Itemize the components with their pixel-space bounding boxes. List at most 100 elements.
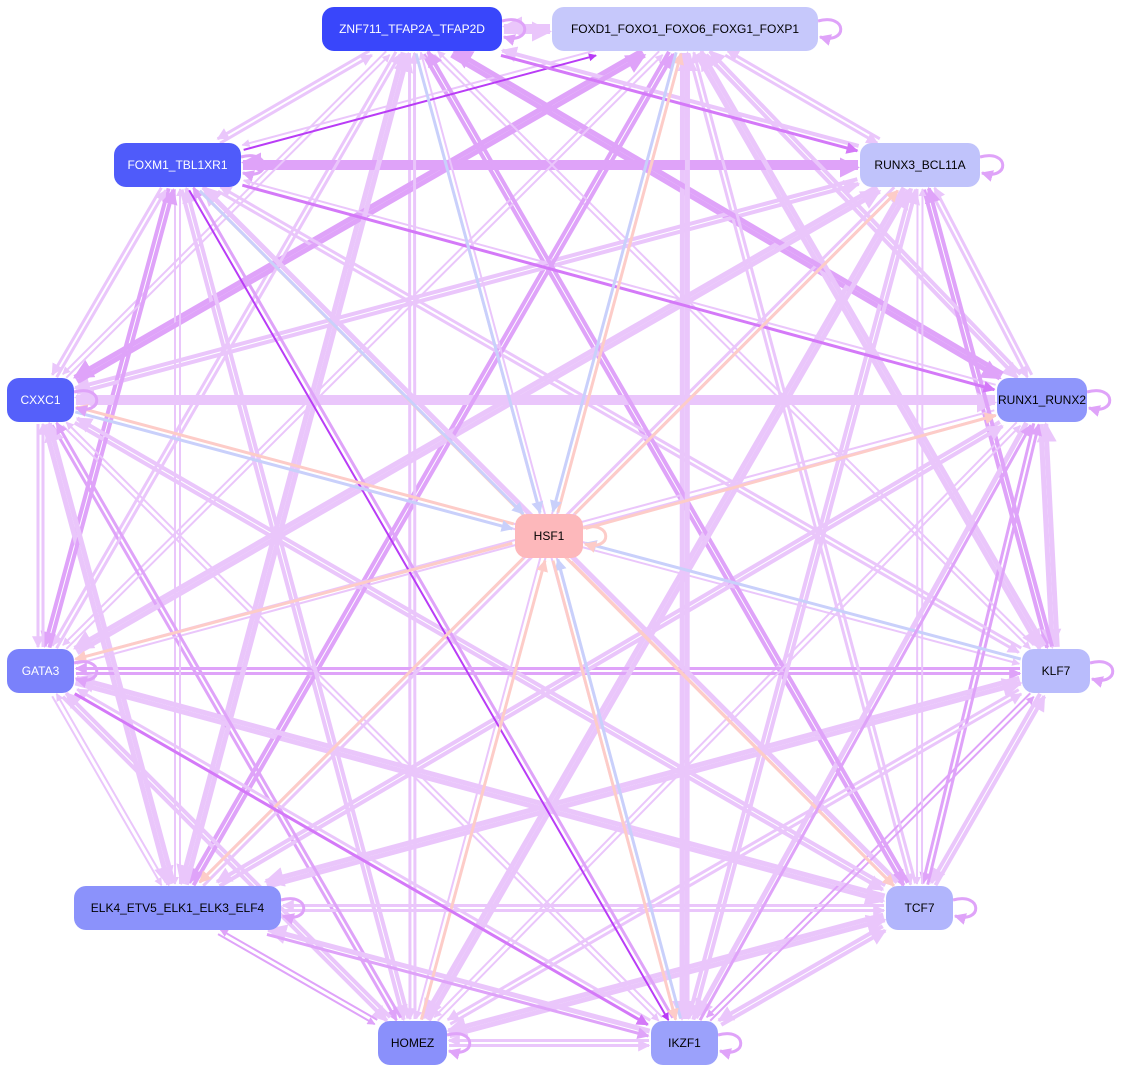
edge-HOMEZ-to-RUNX3_BCL11A: [426, 188, 911, 1022]
edge-RUNX3_BCL11A-to-ZNF711_TFAP2A_TFAP2D: [500, 46, 860, 148]
node-label: CXXC1: [20, 393, 61, 407]
edge-ELK4_ETV5_ELK1_ELK3_ELF4-to-KLF7: [266, 678, 1023, 889]
edge-CXXC1-to-IKZF1: [62, 425, 660, 1022]
edge-GATA3-to-FOXM1_TBL1XR1: [47, 188, 178, 649]
edge-GATA3-to-ELK4_ETV5_ELK1_ELK3_ELF4: [51, 695, 163, 886]
edge-KLF7-to-ELK4_ETV5_ELK1_ELK3_ELF4: [263, 675, 1020, 887]
node-label: HOMEZ: [390, 1036, 435, 1050]
node-runx1-runx2[interactable]: RUNX1_RUNX2: [997, 378, 1087, 422]
node-label: FOXM1_TBL1XR1: [127, 158, 228, 172]
node-label: RUNX1_RUNX2: [997, 393, 1087, 407]
node-runx3-bcl11a[interactable]: RUNX3_BCL11A: [860, 143, 980, 187]
edge-IKZF1-to-ELK4_ETV5_ELK1_ELK3_ELF4: [266, 924, 651, 1034]
edge-ELK4_ETV5_ELK1_ELK3_ELF4-to-FOXD1_FOXO1_FOXO6_FOXG1_FOXP1: [191, 52, 676, 887]
self-loop-RUNX1_RUNX2: [1086, 389, 1112, 417]
edge-ZNF711_TFAP2A_TFAP2D-to-HSF1: [414, 53, 544, 514]
edge-HOMEZ-to-TCF7: [449, 914, 887, 1039]
edge-KLF7-to-TCF7: [929, 692, 1042, 885]
node-label: HSF1: [533, 529, 565, 543]
edge-HSF1-to-FOXD1_FOXO1_FOXO6_FOXG1_FOXP1: [556, 52, 684, 514]
edge-ELK4_ETV5_ELK1_ELK3_ELF4-to-HOMEZ: [217, 933, 376, 1026]
edge-RUNX1_RUNX2-to-ELK4_ETV5_ELK1_ELK3_ELF4: [215, 420, 1001, 884]
edge-TCF7-to-ZNF711_TFAP2A_TFAP2D: [426, 50, 910, 884]
edge-FOXM1_TBL1XR1-to-IKZF1: [188, 189, 670, 1021]
node-klf7[interactable]: KLF7: [1022, 649, 1090, 693]
node-hsf1[interactable]: HSF1: [515, 514, 583, 558]
edge-IKZF1-to-CXXC1: [65, 421, 663, 1018]
node-homez[interactable]: HOMEZ: [378, 1021, 447, 1065]
node-znf711-tfap2a-tfap2d[interactable]: ZNF711_TFAP2A_TFAP2D: [322, 7, 502, 51]
edge-GATA3-to-IKZF1: [73, 692, 649, 1026]
self-loop-FOXD1_FOXO1_FOXO6_FOXG1_FOXP1: [817, 18, 843, 46]
node-tcf7[interactable]: TCF7: [886, 886, 953, 930]
node-ikzf1[interactable]: IKZF1: [651, 1021, 718, 1065]
self-loop-HOMEZ: [446, 1032, 472, 1060]
self-loop-IKZF1: [717, 1032, 743, 1060]
edge-HSF1-to-GATA3: [74, 541, 513, 663]
edge-CXXC1-to-RUNX3_BCL11A: [76, 179, 861, 395]
node-label: ELK4_ETV5_ELK1_ELK3_ELF4: [90, 901, 265, 915]
edge-RUNX1_RUNX2-to-HOMEZ: [433, 421, 1018, 1018]
self-loop-HSF1: [582, 525, 608, 553]
edge-ELK4_ETV5_ELK1_ELK3_ELF4-to-GATA3: [55, 693, 167, 884]
edge-TCF7-to-RUNX1_RUNX2: [926, 423, 1042, 885]
edge-HSF1-to-RUNX3_BCL11A: [573, 189, 899, 515]
node-gata3[interactable]: GATA3: [7, 649, 74, 693]
node-label: TCF7: [904, 901, 935, 915]
edge-RUNX1_RUNX2-to-FOXD1_FOXO1_FOXO6_FOXG1_FOXP1: [708, 49, 1023, 376]
edge-KLF7-to-RUNX1_RUNX2: [1036, 421, 1060, 648]
edge-CXXC1-to-HSF1: [74, 410, 514, 532]
edge-TCF7-to-IKZF1: [717, 924, 884, 1023]
edge-ZNF711_TFAP2A_TFAP2D-to-TCF7: [421, 53, 906, 887]
edge-HOMEZ-to-FOXM1_TBL1XR1: [182, 186, 411, 1019]
edge-CXXC1-to-FOXM1_TBL1XR1: [55, 189, 167, 379]
edge-HSF1-to-RUNX1_RUNX2: [585, 412, 997, 530]
edge-IKZF1-to-RUNX3_BCL11A: [691, 188, 920, 1021]
edge-FOXM1_TBL1XR1-to-ZNF711_TFAP2A_TFAP2D: [219, 53, 373, 145]
edge-GATA3-to-RUNX3_BCL11A: [76, 189, 882, 655]
edge-RUNX3_BCL11A-to-HOMEZ: [422, 186, 907, 1020]
edge-TCF7-to-HOMEZ: [446, 912, 885, 1036]
edge-ZNF711_TFAP2A_TFAP2D-to-FOXM1_TBL1XR1: [216, 49, 371, 141]
edge-ZNF711_TFAP2A_TFAP2D-to-ELK4_ETV5_ELK1_ELK3_ELF4: [176, 51, 406, 886]
edge-ELK4_ETV5_ELK1_ELK3_ELF4-to-RUNX1_RUNX2: [218, 424, 1004, 888]
node-label: GATA3: [21, 664, 60, 678]
edge-HSF1-to-CXXC1: [75, 404, 515, 526]
edge-FOXD1_FOXO1_FOXO6_FOXG1_FOXP1-to-RUNX3_BCL11A: [724, 53, 879, 145]
edge-FOXM1_TBL1XR1-to-HSF1: [198, 189, 525, 515]
edge-TCF7-to-KLF7: [933, 694, 1047, 887]
self-loop-TCF7: [952, 897, 978, 925]
edge-RUNX1_RUNX2-to-TCF7: [919, 423, 1036, 885]
edge-HSF1-to-ELK4_ETV5_ELK1_ELK3_ELF4: [198, 557, 525, 884]
edge-ELK4_ETV5_ELK1_ELK3_ELF4-to-CXXC1: [44, 421, 176, 885]
edge-KLF7-to-HSF1: [584, 540, 1022, 661]
node-elk4-etv5-elk1-elk3-elf4[interactable]: ELK4_ETV5_ELK1_ELK3_ELF4: [74, 886, 281, 930]
edge-RUNX1_RUNX2-to-KLF7: [1038, 423, 1062, 650]
node-foxd1-foxo1-foxo6-foxg1-foxp1[interactable]: FOXD1_FOXO1_FOXO6_FOXG1_FOXP1: [552, 7, 818, 51]
edge-ELK4_ETV5_ELK1_ELK3_ELF4-to-IKZF1: [266, 932, 650, 1039]
edge-IKZF1-to-KLF7: [709, 696, 1035, 1022]
edge-IKZF1-to-RUNX1_RUNX2: [698, 424, 1033, 1021]
edge-CXXC1-to-ELK4_ETV5_ELK1_ELK3_ELF4: [42, 424, 174, 887]
node-label: FOXD1_FOXO1_FOXO6_FOXG1_FOXP1: [570, 22, 800, 36]
self-loop-ZNF711_TFAP2A_TFAP2D: [501, 18, 527, 46]
node-cxxc1[interactable]: CXXC1: [7, 378, 74, 422]
edge-FOXM1_TBL1XR1-to-FOXD1_FOXO1_FOXO6_FOXG1_FOXP1: [243, 53, 597, 151]
node-label: RUNX3_BCL11A: [874, 158, 966, 172]
self-loop-KLF7: [1089, 660, 1115, 688]
edge-HOMEZ-to-HSF1: [419, 559, 548, 1021]
edge-RUNX3_BCL11A-to-RUNX1_RUNX2: [928, 189, 1029, 379]
edge-FOXM1_TBL1XR1-to-GATA3: [40, 187, 171, 648]
node-label: ZNF711_TFAP2A_TFAP2D: [339, 22, 485, 36]
edge-HSF1-to-IKZF1: [551, 560, 679, 1021]
node-label: IKZF1: [668, 1036, 701, 1050]
edge-CXXC1-to-ZNF711_TFAP2A_TFAP2D: [65, 54, 391, 379]
self-loop-CXXC1: [73, 389, 99, 417]
edge-TCF7-to-GATA3: [74, 673, 886, 899]
self-loop-RUNX3_BCL11A: [979, 154, 1005, 182]
edge-IKZF1-to-FOXM1_TBL1XR1: [192, 186, 675, 1019]
node-foxm1-tbl1xr1[interactable]: FOXM1_TBL1XR1: [114, 143, 241, 187]
edge-IKZF1-to-HSF1: [554, 558, 682, 1019]
